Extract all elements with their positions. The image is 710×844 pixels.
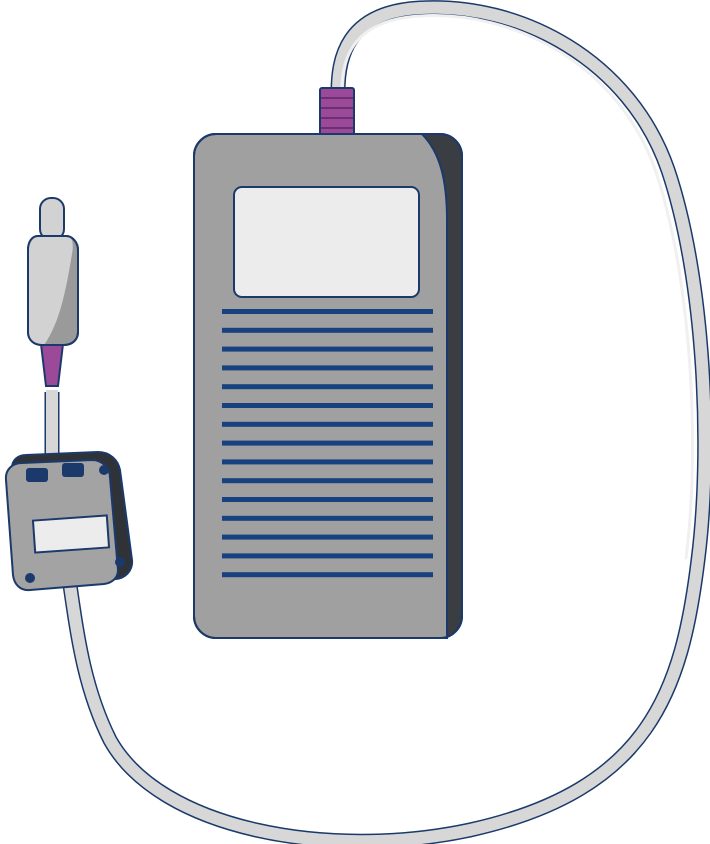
adapter-body — [193, 133, 463, 639]
vent-slot — [222, 572, 433, 578]
plug-strain-relief — [39, 343, 65, 387]
ferrite-bead — [4, 450, 134, 592]
plug-body — [28, 236, 73, 345]
ferrite-label — [31, 514, 111, 554]
ferrite-tab-right — [62, 463, 84, 477]
vent-slot — [222, 327, 433, 333]
vent-slot — [222, 497, 433, 502]
dc-plug — [27, 197, 79, 387]
ferrite-screw-2 — [115, 557, 125, 567]
vent-slot — [222, 403, 433, 408]
cable — [44, 0, 710, 844]
ferrite-screw-1 — [25, 573, 35, 583]
vent-slot — [222, 346, 433, 352]
vent-slot — [222, 515, 433, 521]
cable-fill — [64, 1, 710, 844]
rating-label — [233, 186, 420, 298]
vent-slot — [222, 365, 433, 371]
ferrite-tab-left — [26, 468, 48, 482]
vent-slot — [222, 534, 433, 540]
vent-slot — [222, 309, 433, 314]
vent-slot — [222, 384, 433, 390]
vent-slots — [222, 309, 433, 578]
vent-slot — [222, 421, 433, 427]
plug-tip — [39, 197, 65, 241]
vent-slot — [222, 478, 433, 484]
cable-highlight — [340, 14, 694, 560]
plug-body-outline — [27, 235, 79, 346]
vent-slot — [222, 459, 433, 465]
adapter-outline — [193, 133, 463, 639]
ferrite-screw-3 — [99, 465, 109, 475]
vent-slot — [222, 553, 433, 559]
vent-slot — [222, 440, 433, 446]
strain-relief — [319, 87, 355, 137]
